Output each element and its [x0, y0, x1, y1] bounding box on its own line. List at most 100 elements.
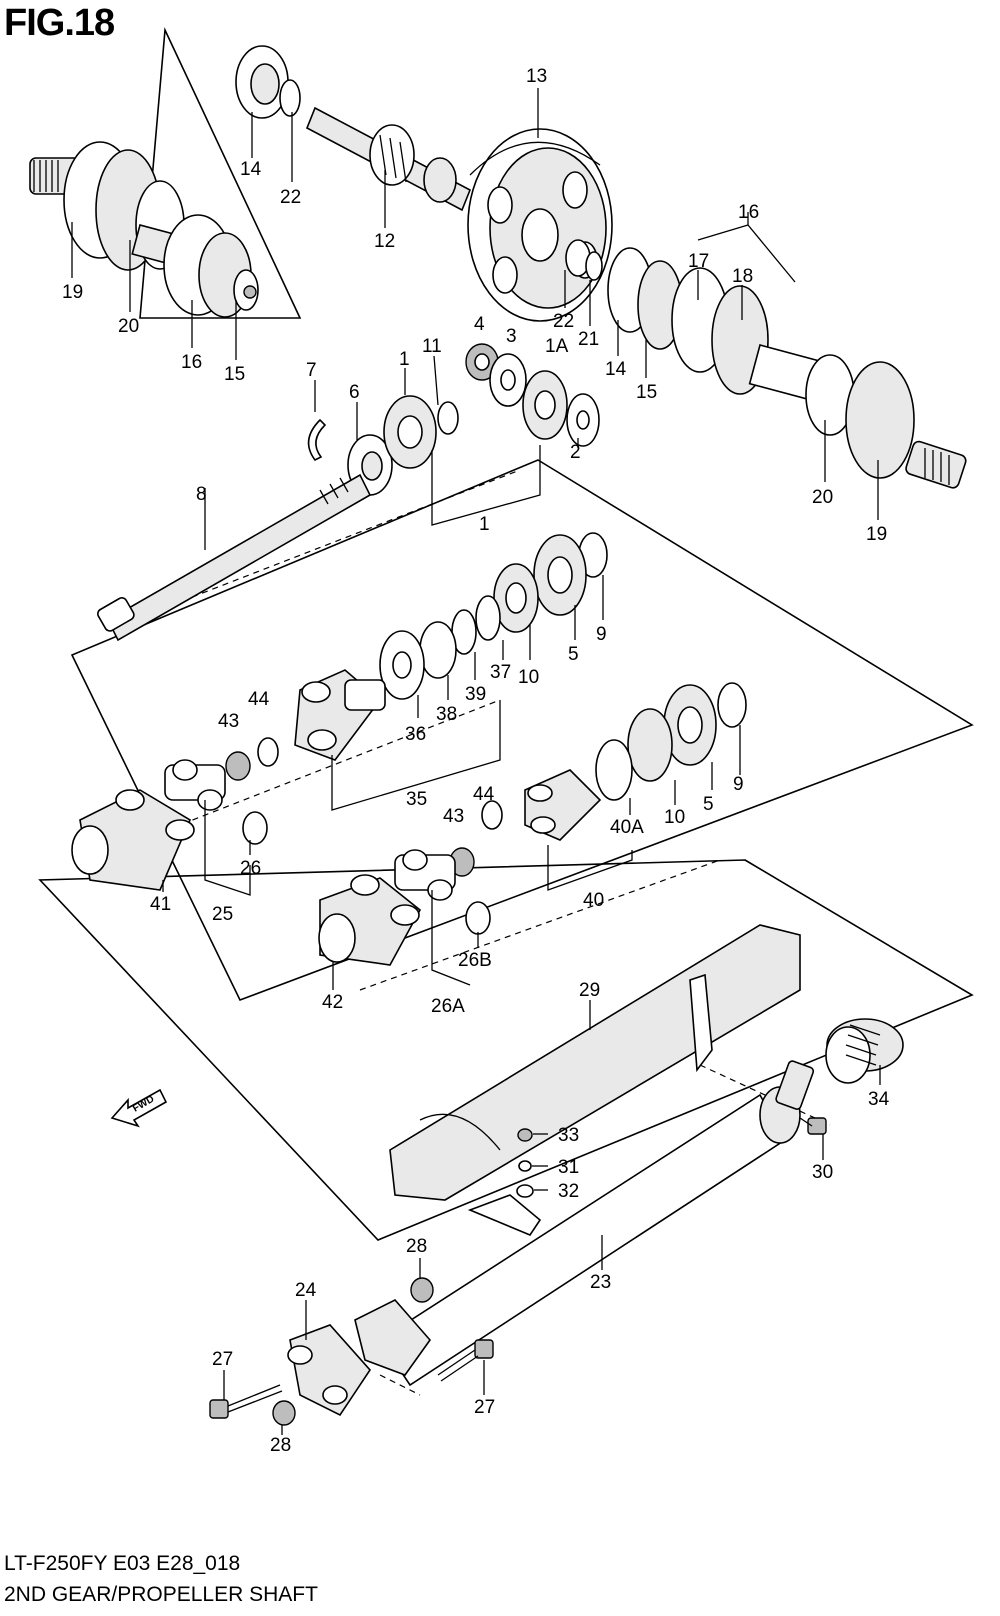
callout-6: 6 — [349, 382, 360, 403]
bolt-27-left — [209, 1384, 283, 1419]
circlip-21-22 — [565, 239, 603, 281]
callout-1-top: 1 — [399, 349, 410, 370]
gear-assembly-frame — [70, 459, 974, 1002]
callout-29: 29 — [579, 980, 600, 1001]
model-code: LT-F250FY E03 E28_018 — [4, 1552, 241, 1575]
callout-15-right: 15 — [636, 382, 657, 403]
callout-14-right: 14 — [605, 359, 627, 380]
circlip-26 — [242, 811, 268, 845]
bearing-14-top — [235, 45, 301, 119]
callout-26A: 26A — [431, 996, 465, 1017]
callout-27-right: 27 — [474, 1397, 495, 1418]
yoke-41 — [71, 789, 195, 891]
callout-9-lower: 9 — [733, 774, 744, 795]
boot-34 — [825, 1018, 904, 1084]
bearing-stack-lower — [524, 682, 747, 841]
callout-16-right: 16 — [738, 202, 759, 223]
callout-43-lower: 43 — [443, 806, 464, 827]
fasteners-31-32-33 — [516, 1128, 534, 1198]
section-title: 2ND GEAR/PROPELLER SHAFT — [4, 1583, 318, 1606]
callout-20-right: 20 — [812, 487, 833, 508]
yoke-35 — [294, 669, 386, 761]
propeller-shaft-23 — [378, 1060, 815, 1387]
washer-44-upper — [257, 737, 279, 767]
callout-25: 25 — [212, 904, 233, 925]
callout-19-left: 19 — [62, 282, 83, 303]
centerline-low — [359, 859, 721, 991]
callout-22-top: 22 — [280, 187, 301, 208]
nut-28-lower — [272, 1400, 296, 1426]
figure-title: FIG.18 — [4, 2, 115, 44]
centerline-prop — [699, 1064, 831, 1126]
callout-3: 3 — [506, 326, 517, 347]
spider-25 — [164, 759, 226, 811]
callout-17: 17 — [688, 251, 709, 272]
callout-26B: 26B — [458, 950, 492, 971]
callout-34: 34 — [868, 1089, 890, 1110]
circlip-11 — [437, 401, 459, 435]
callout-27-left: 27 — [212, 1349, 233, 1370]
callout-38: 38 — [436, 704, 457, 725]
bearing-stack-upper — [379, 532, 608, 700]
callout-16-left: 16 — [181, 352, 202, 373]
shaft-assembly-frame — [38, 859, 974, 1241]
gear-1 — [383, 395, 437, 469]
callout-20-left: 20 — [118, 316, 139, 337]
callout-2: 2 — [570, 442, 581, 463]
callout-10-upper: 10 — [518, 667, 539, 688]
washer-2 — [566, 393, 600, 447]
bolt-30 — [799, 1117, 827, 1135]
callout-41: 41 — [150, 894, 171, 915]
yoke-42 — [318, 874, 422, 966]
callout-14-top: 14 — [240, 159, 262, 180]
centerline-bottom — [379, 1374, 421, 1396]
callout-18: 18 — [732, 266, 753, 287]
callout-12: 12 — [374, 231, 395, 252]
callout-4: 4 — [474, 314, 485, 335]
callout-31: 31 — [558, 1157, 579, 1178]
callout-33: 33 — [558, 1125, 579, 1146]
callout-5-lower: 5 — [703, 794, 714, 815]
callout-36: 36 — [405, 724, 426, 745]
callout-40: 40 — [583, 890, 604, 911]
callout-37: 37 — [490, 662, 511, 683]
callout-22-mid: 22 — [553, 311, 574, 332]
callout-10-lower: 10 — [664, 807, 685, 828]
countershaft-12 — [305, 106, 472, 212]
gear-1A — [522, 370, 568, 440]
leader-lines — [71, 88, 881, 1435]
callout-1A: 1A — [545, 336, 569, 357]
callout-26: 26 — [240, 858, 261, 879]
callout-15-left: 15 — [224, 364, 245, 385]
callout-11: 11 — [422, 336, 442, 357]
callout-labels: 13 14 22 12 16 17 18 19 20 16 15 4 3 1A … — [62, 66, 890, 1456]
callout-9-upper: 9 — [596, 624, 607, 645]
callout-43-upper: 43 — [218, 711, 239, 732]
callout-28-lower: 28 — [270, 1435, 291, 1456]
nut-28-upper — [410, 1277, 434, 1303]
drive-shaft-right — [607, 247, 967, 489]
callout-13: 13 — [526, 66, 547, 87]
callout-39: 39 — [465, 684, 486, 705]
callout-28-upper: 28 — [406, 1236, 427, 1257]
callout-21: 21 — [578, 329, 599, 350]
callout-44-upper: 44 — [248, 689, 270, 710]
callout-19-right: 19 — [866, 524, 887, 545]
circlip-7 — [307, 418, 327, 462]
circlip-26B — [465, 901, 491, 935]
callout-23: 23 — [590, 1272, 611, 1293]
shaft-8 — [97, 473, 372, 642]
bolt-27-right — [437, 1339, 494, 1382]
callout-5-upper: 5 — [568, 644, 579, 665]
fwd-arrow-icon: FWD — [110, 1088, 168, 1128]
callout-35: 35 — [406, 789, 427, 810]
callout-24: 24 — [295, 1280, 317, 1301]
callout-44-lower: 44 — [473, 784, 495, 805]
callout-8: 8 — [196, 484, 207, 505]
washer-44-lower — [481, 800, 503, 830]
nut-43-upper — [225, 751, 251, 781]
callout-30: 30 — [812, 1162, 833, 1183]
callout-40A: 40A — [610, 817, 644, 838]
